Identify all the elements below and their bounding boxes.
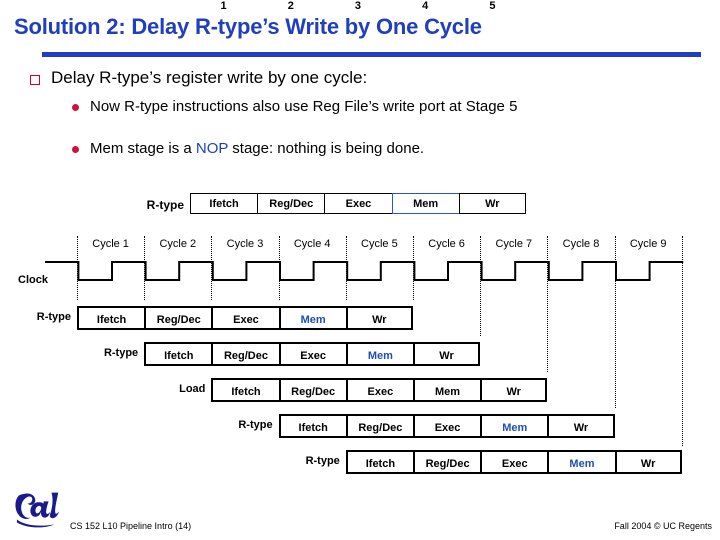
title-underline-rule xyxy=(42,52,701,57)
top-diagram-row-label: R-type xyxy=(146,198,184,212)
stage-box-mem: Mem xyxy=(412,378,481,402)
cycle-label-9: Cycle 9 xyxy=(629,238,667,250)
stage-box-exec: Exec xyxy=(211,306,279,330)
stage-box-exec: Exec xyxy=(412,414,481,438)
bullet-level2-text-1: Now R-type instructions also use Reg Fil… xyxy=(90,98,518,115)
cal-logo-icon xyxy=(15,492,60,528)
stage-box-reg-dec: Reg/Dec xyxy=(211,342,279,366)
clock-label: Clock xyxy=(18,274,48,286)
top-stage-box-reg-dec: Reg/Dec xyxy=(257,193,325,214)
pipeline-row-label-r-type: R-type xyxy=(238,419,273,431)
stage-number-3: 3 xyxy=(354,0,362,12)
stage-box-wr: Wr xyxy=(480,378,548,402)
square-bullet-icon xyxy=(30,75,40,85)
dot-bullet-icon xyxy=(72,104,79,111)
stage-box-ifetch: Ifetch xyxy=(144,342,212,366)
nop-text-post: stage: nothing is being done. xyxy=(228,140,425,157)
stage-box-wr: Wr xyxy=(345,306,413,330)
footer-copyright-label: Fall 2004 © UC Regents xyxy=(614,521,712,531)
stage-box-mem: Mem xyxy=(480,414,548,438)
pipeline-row-label-load: Load xyxy=(179,383,206,395)
nop-text-pre: Mem stage is a xyxy=(90,140,196,157)
bullet-level2-text-2: Mem stage is a NOP stage: nothing is bei… xyxy=(90,140,424,157)
stage-box-ifetch: Ifetch xyxy=(77,306,145,330)
cycle-label-1: Cycle 1 xyxy=(92,238,129,250)
pipeline-row-label-r-type: R-type xyxy=(36,311,71,323)
top-stage-number-strip: 1 2 3 4 5 xyxy=(190,0,526,16)
stage-box-exec: Exec xyxy=(345,378,413,402)
stage-box-wr: Wr xyxy=(412,342,481,366)
stage-number-5: 5 xyxy=(489,0,496,12)
bullet-level2-item-1: Now R-type instructions also use Reg Fil… xyxy=(72,98,517,115)
stage-box-reg-dec: Reg/Dec xyxy=(144,306,212,330)
stage-box-wr: Wr xyxy=(547,414,615,438)
top-stage-box-ifetch: Ifetch xyxy=(190,193,258,214)
pipeline-row-label-r-type: R-type xyxy=(103,347,139,359)
bullet-level1: Delay R-type’s register write by one cyc… xyxy=(30,68,367,88)
stage-box-ifetch: Ifetch xyxy=(278,414,346,438)
pipeline-row-label-r-type: R-type xyxy=(305,455,340,467)
stage-box-exec: Exec xyxy=(480,450,548,474)
cycle-label-8: Cycle 8 xyxy=(562,238,600,250)
bullet-level1-text: Delay R-type’s register write by one cyc… xyxy=(51,68,368,87)
stage-box-reg-dec: Reg/Dec xyxy=(345,414,413,438)
top-stage-box-wr: Wr xyxy=(458,193,526,214)
stage-box-ifetch: Ifetch xyxy=(345,450,413,474)
stage-box-mem: Mem xyxy=(345,342,413,366)
stage-box-wr: Wr xyxy=(614,450,682,474)
stage-number-2: 2 xyxy=(287,0,294,12)
top-stage-box-mem: Mem xyxy=(391,193,459,214)
stage-box-ifetch: Ifetch xyxy=(211,378,279,402)
cycle-label-6: Cycle 6 xyxy=(428,238,465,250)
clock-waveform xyxy=(45,261,684,281)
stage-number-4: 4 xyxy=(422,0,429,12)
stage-box-reg-dec: Reg/Dec xyxy=(412,450,481,474)
bullet-level2-item-2: Mem stage is a NOP stage: nothing is bei… xyxy=(72,140,424,157)
stage-box-exec: Exec xyxy=(278,342,346,366)
cycle-label-3: Cycle 3 xyxy=(226,238,264,250)
cycle-label-2: Cycle 2 xyxy=(159,238,197,250)
stage-number-1: 1 xyxy=(220,0,227,12)
top-stage-box-exec: Exec xyxy=(324,193,392,214)
cycle-label-7: Cycle 7 xyxy=(495,238,533,250)
stage-box-mem: Mem xyxy=(547,450,615,474)
dot-bullet-icon xyxy=(72,146,79,153)
footer-course-label: CS 152 L10 Pipeline Intro (14) xyxy=(70,521,192,531)
nop-keyword: NOP xyxy=(195,140,229,157)
cycle-label-4: Cycle 4 xyxy=(293,238,331,250)
page-title: Solution 2: Delay R-type’s Write by One … xyxy=(14,14,482,39)
stage-box-mem: Mem xyxy=(278,306,346,330)
cycle-label-5: Cycle 5 xyxy=(361,238,398,250)
stage-box-reg-dec: Reg/Dec xyxy=(278,378,346,402)
